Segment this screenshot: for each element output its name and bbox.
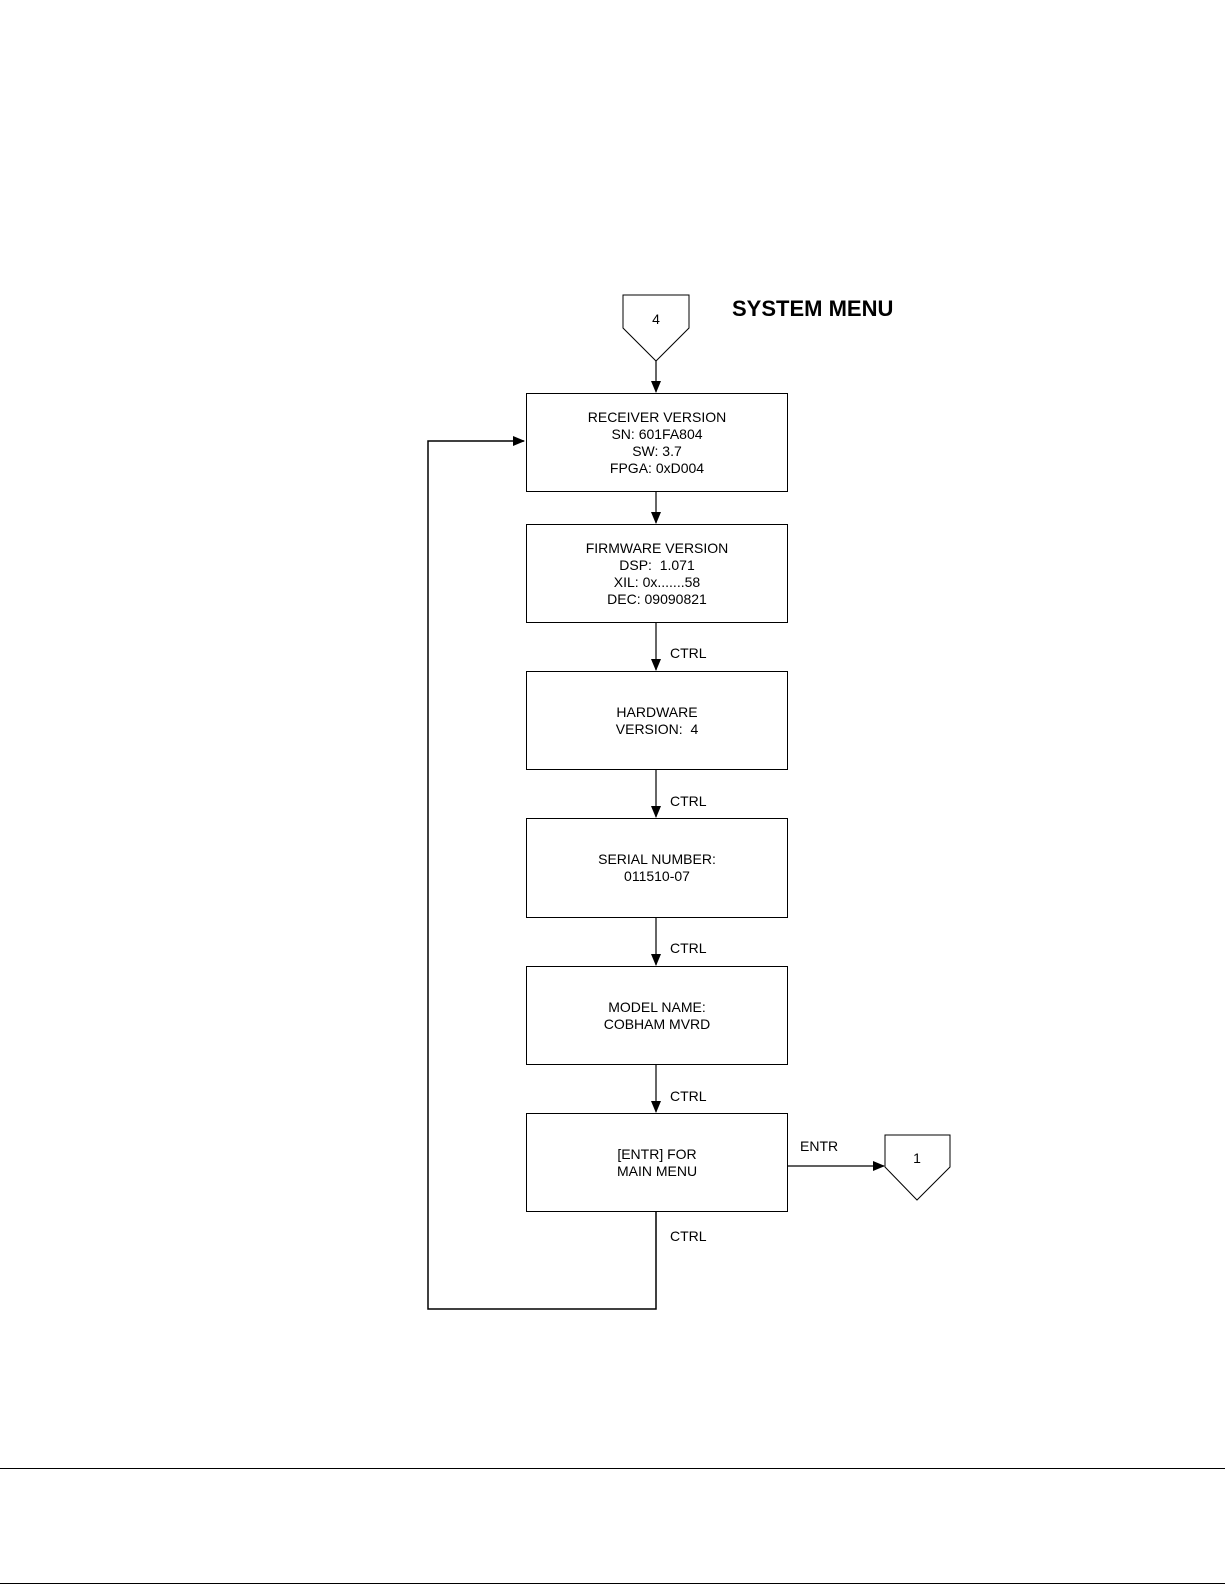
- exit-connector-label: 1: [902, 1150, 932, 1166]
- exit-connector-shape: [885, 1135, 950, 1200]
- receiver-line-4: FPGA: 0xD004: [610, 460, 704, 477]
- firmware-line-1: FIRMWARE VERSION: [586, 540, 729, 557]
- hardware-line-1: HARDWARE: [616, 704, 697, 721]
- edge-label-ctrl: CTRL: [670, 1088, 707, 1104]
- edge-label-ctrl-loop: CTRL: [670, 1228, 707, 1244]
- model-name-box: MODEL NAME: COBHAM MVRD: [526, 966, 788, 1065]
- footer-rule-bottom: [0, 1583, 1225, 1584]
- serial-line-2: 011510-07: [624, 868, 690, 885]
- edge-label-ctrl: CTRL: [670, 645, 707, 661]
- receiver-line-2: SN: 601FA804: [611, 426, 702, 443]
- entry-connector-shape: [623, 295, 689, 361]
- firmware-version-box: FIRMWARE VERSION DSP: 1.071 XIL: 0x.....…: [526, 524, 788, 623]
- receiver-line-3: SW: 3.7: [632, 443, 682, 460]
- footer-rule-top: [0, 1468, 1225, 1469]
- serial-line-1: SERIAL NUMBER:: [598, 851, 716, 868]
- entr-line-1: [ENTR] FOR: [617, 1146, 696, 1163]
- hardware-version-box: HARDWARE VERSION: 4: [526, 671, 788, 770]
- entr-line-2: MAIN MENU: [617, 1163, 697, 1180]
- receiver-version-box: RECEIVER VERSION SN: 601FA804 SW: 3.7 FP…: [526, 393, 788, 492]
- entry-connector-label: 4: [641, 311, 671, 327]
- serial-number-box: SERIAL NUMBER: 011510-07: [526, 818, 788, 918]
- diagram-title: SYSTEM MENU: [732, 296, 893, 322]
- model-line-2: COBHAM MVRD: [604, 1016, 711, 1033]
- hardware-line-2: VERSION: 4: [616, 721, 698, 738]
- receiver-line-1: RECEIVER VERSION: [588, 409, 726, 426]
- edge-label-ctrl: CTRL: [670, 793, 707, 809]
- firmware-line-4: DEC: 09090821: [607, 591, 707, 608]
- entr-main-menu-box: [ENTR] FOR MAIN MENU: [526, 1113, 788, 1212]
- model-line-1: MODEL NAME:: [608, 999, 706, 1016]
- edge-label-ctrl: CTRL: [670, 940, 707, 956]
- firmware-line-2: DSP: 1.071: [619, 557, 695, 574]
- firmware-line-3: XIL: 0x.......58: [614, 574, 700, 591]
- edge-label-entr: ENTR: [800, 1138, 838, 1154]
